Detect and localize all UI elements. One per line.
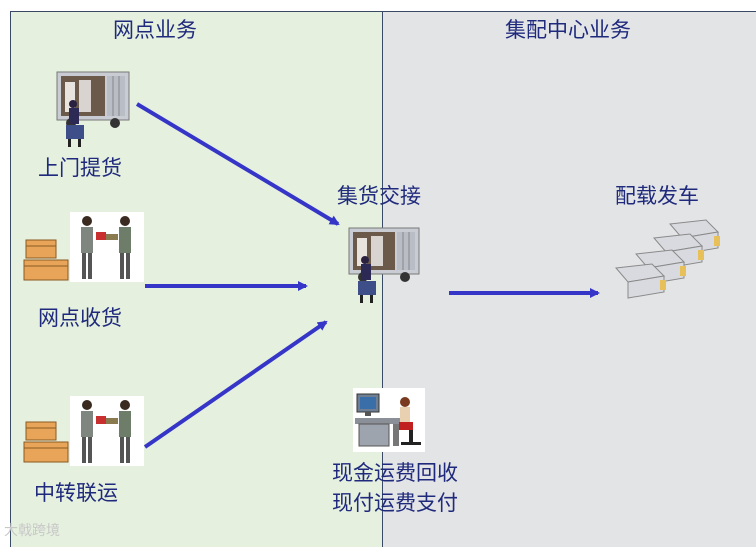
cash-freight-recovery-text: 现金运费回收 xyxy=(332,461,458,485)
consolidation-label: 集货交接 xyxy=(337,184,421,208)
dispatch-label: 配载发车 xyxy=(615,184,699,208)
handshake-handover-icon xyxy=(70,396,144,470)
arrow-pickup-to-consolidation xyxy=(135,102,340,226)
freight-payment-note: 现金运费回收 现付运费支付 xyxy=(332,458,458,518)
top-divider xyxy=(10,11,756,12)
delivery-truck-icon xyxy=(55,70,135,152)
cargo-boxes-icon xyxy=(22,238,70,286)
distribution-center-panel xyxy=(382,12,756,547)
watermark-text: 大戟跨境 xyxy=(4,523,60,539)
transfer-label: 中转联运 xyxy=(34,481,118,505)
distribution-center-title: 集配中心业务 xyxy=(505,18,631,42)
handshake-handover-icon xyxy=(70,212,144,286)
prepaid-freight-payment-text: 现付运费支付 xyxy=(332,491,458,515)
branch-receive-label: 网点收货 xyxy=(38,306,122,330)
pickup-label: 上门提货 xyxy=(38,156,122,180)
arrow-transfer-to-consolidation xyxy=(143,320,328,449)
delivery-truck-icon xyxy=(347,226,423,308)
truck-fleet-icon xyxy=(610,218,722,306)
cargo-boxes-icon xyxy=(22,420,70,468)
office-cashier-icon xyxy=(353,388,425,456)
branch-business-title: 网点业务 xyxy=(113,18,197,42)
